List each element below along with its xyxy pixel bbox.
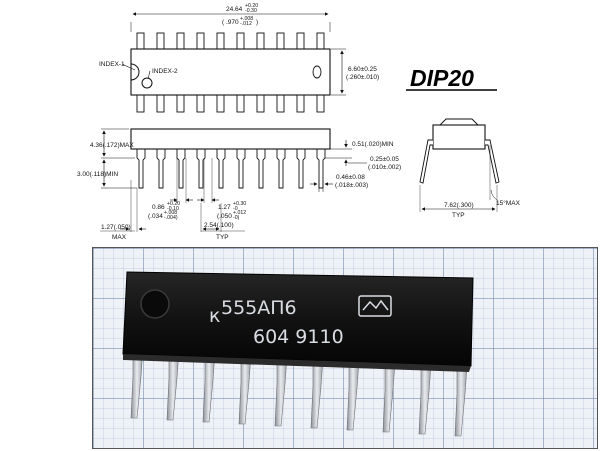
second-width-in-tol-plus: +.012: [233, 210, 246, 216]
length-in-tol-minus: -.012: [240, 21, 252, 27]
lead-width: 0.46±0.08: [336, 174, 365, 181]
shoulder-width-in-tol-plus: +.008: [164, 210, 177, 216]
end-gap-suffix: MAX: [112, 234, 127, 241]
shoulder-width-tol-plus: +0.20: [167, 201, 180, 207]
second-width-tol-minus: -0: [233, 206, 238, 212]
shoulder-width-in: (.034: [148, 213, 163, 220]
end-view-left-lead: [419, 139, 433, 184]
second-width-in-tol-minus: -0): [233, 215, 240, 221]
side-view-leads: [136, 149, 326, 189]
chip-pin1-dimple: [140, 289, 170, 319]
chip-body: [122, 271, 474, 367]
shoulder-width-tol-minus: -0.10: [167, 206, 179, 212]
lead-thickness: 0.25±0.05: [370, 156, 399, 163]
dip20-package-drawing: INDEX-1 INDEX-2 24.64 +0.20 -0.30 ( .970…: [77, 3, 521, 241]
top-view: INDEX-1 INDEX-2 24.64 +0.20 -0.30 ( .970…: [99, 3, 379, 113]
chip-photo: к 555АП6 604 9110: [92, 247, 598, 449]
second-width-tol-plus: +0.30: [233, 201, 246, 207]
chip-marking-line2: 604 9110: [253, 326, 344, 348]
side-view-body: [130, 128, 331, 150]
lead-thickness-in: (.010±.002): [368, 164, 401, 171]
side-view: 4.36(.172)MAX 3.00(.118)MIN 0.51(.020)MI…: [77, 128, 401, 241]
pitch: 2.54(.100): [204, 222, 234, 229]
ejector-mark: [312, 65, 322, 79]
length-in-tol-plus: +.008: [240, 16, 253, 22]
second-width-in: (.050: [217, 213, 232, 220]
chip-marking-prefix: к: [209, 305, 220, 327]
end-view: 7.62(.300) TYP 15°MAX: [419, 118, 521, 219]
top-view-body: [130, 48, 331, 96]
index-1-notch: [130, 63, 140, 81]
width-in: (.260±.010): [346, 74, 379, 81]
width-mm: 6.60±0.25: [348, 66, 377, 73]
index-2-mark: [141, 77, 153, 89]
chip-marking-line1: 555АП6: [221, 297, 297, 319]
lead-width-in: (.018±.003): [335, 182, 368, 189]
top-view-upper-leads: [136, 32, 325, 50]
length-in: .970: [226, 19, 239, 26]
end-view-body: [432, 124, 486, 150]
svg-text:(: (: [222, 19, 225, 26]
chip-manufacturer-logo-icon: [358, 295, 392, 317]
lead-angle: 15°MAX: [496, 199, 521, 207]
length-mm-tol-minus: -0.30: [245, 8, 257, 14]
lead-length-min: 3.00(.118)MIN: [77, 171, 118, 178]
index-2-label: INDEX-2: [152, 68, 178, 75]
index-1-label: INDEX-1: [99, 61, 125, 68]
pitch-suffix: TYP: [216, 234, 229, 241]
row-spacing-suffix: TYP: [452, 212, 465, 219]
svg-text:): ): [256, 19, 258, 26]
end-gap: 1.27(.050): [101, 224, 131, 231]
row-spacing: 7.62(.300): [444, 202, 474, 209]
length-mm: 24.64: [226, 6, 243, 13]
second-width: 1.27: [218, 204, 231, 211]
height-max: 4.36(.172)MAX: [90, 142, 134, 149]
package-title: DIP20: [410, 65, 474, 91]
length-mm-tol-plus: +0.20: [245, 3, 258, 9]
standoff-min: 0.51(.020)MIN: [352, 141, 394, 148]
top-view-lower-leads: [136, 94, 325, 113]
shoulder-width: 0.86: [152, 204, 165, 211]
shoulder-width-in-tol-minus: -.004): [164, 215, 178, 221]
end-view-right-lead: [485, 139, 500, 184]
